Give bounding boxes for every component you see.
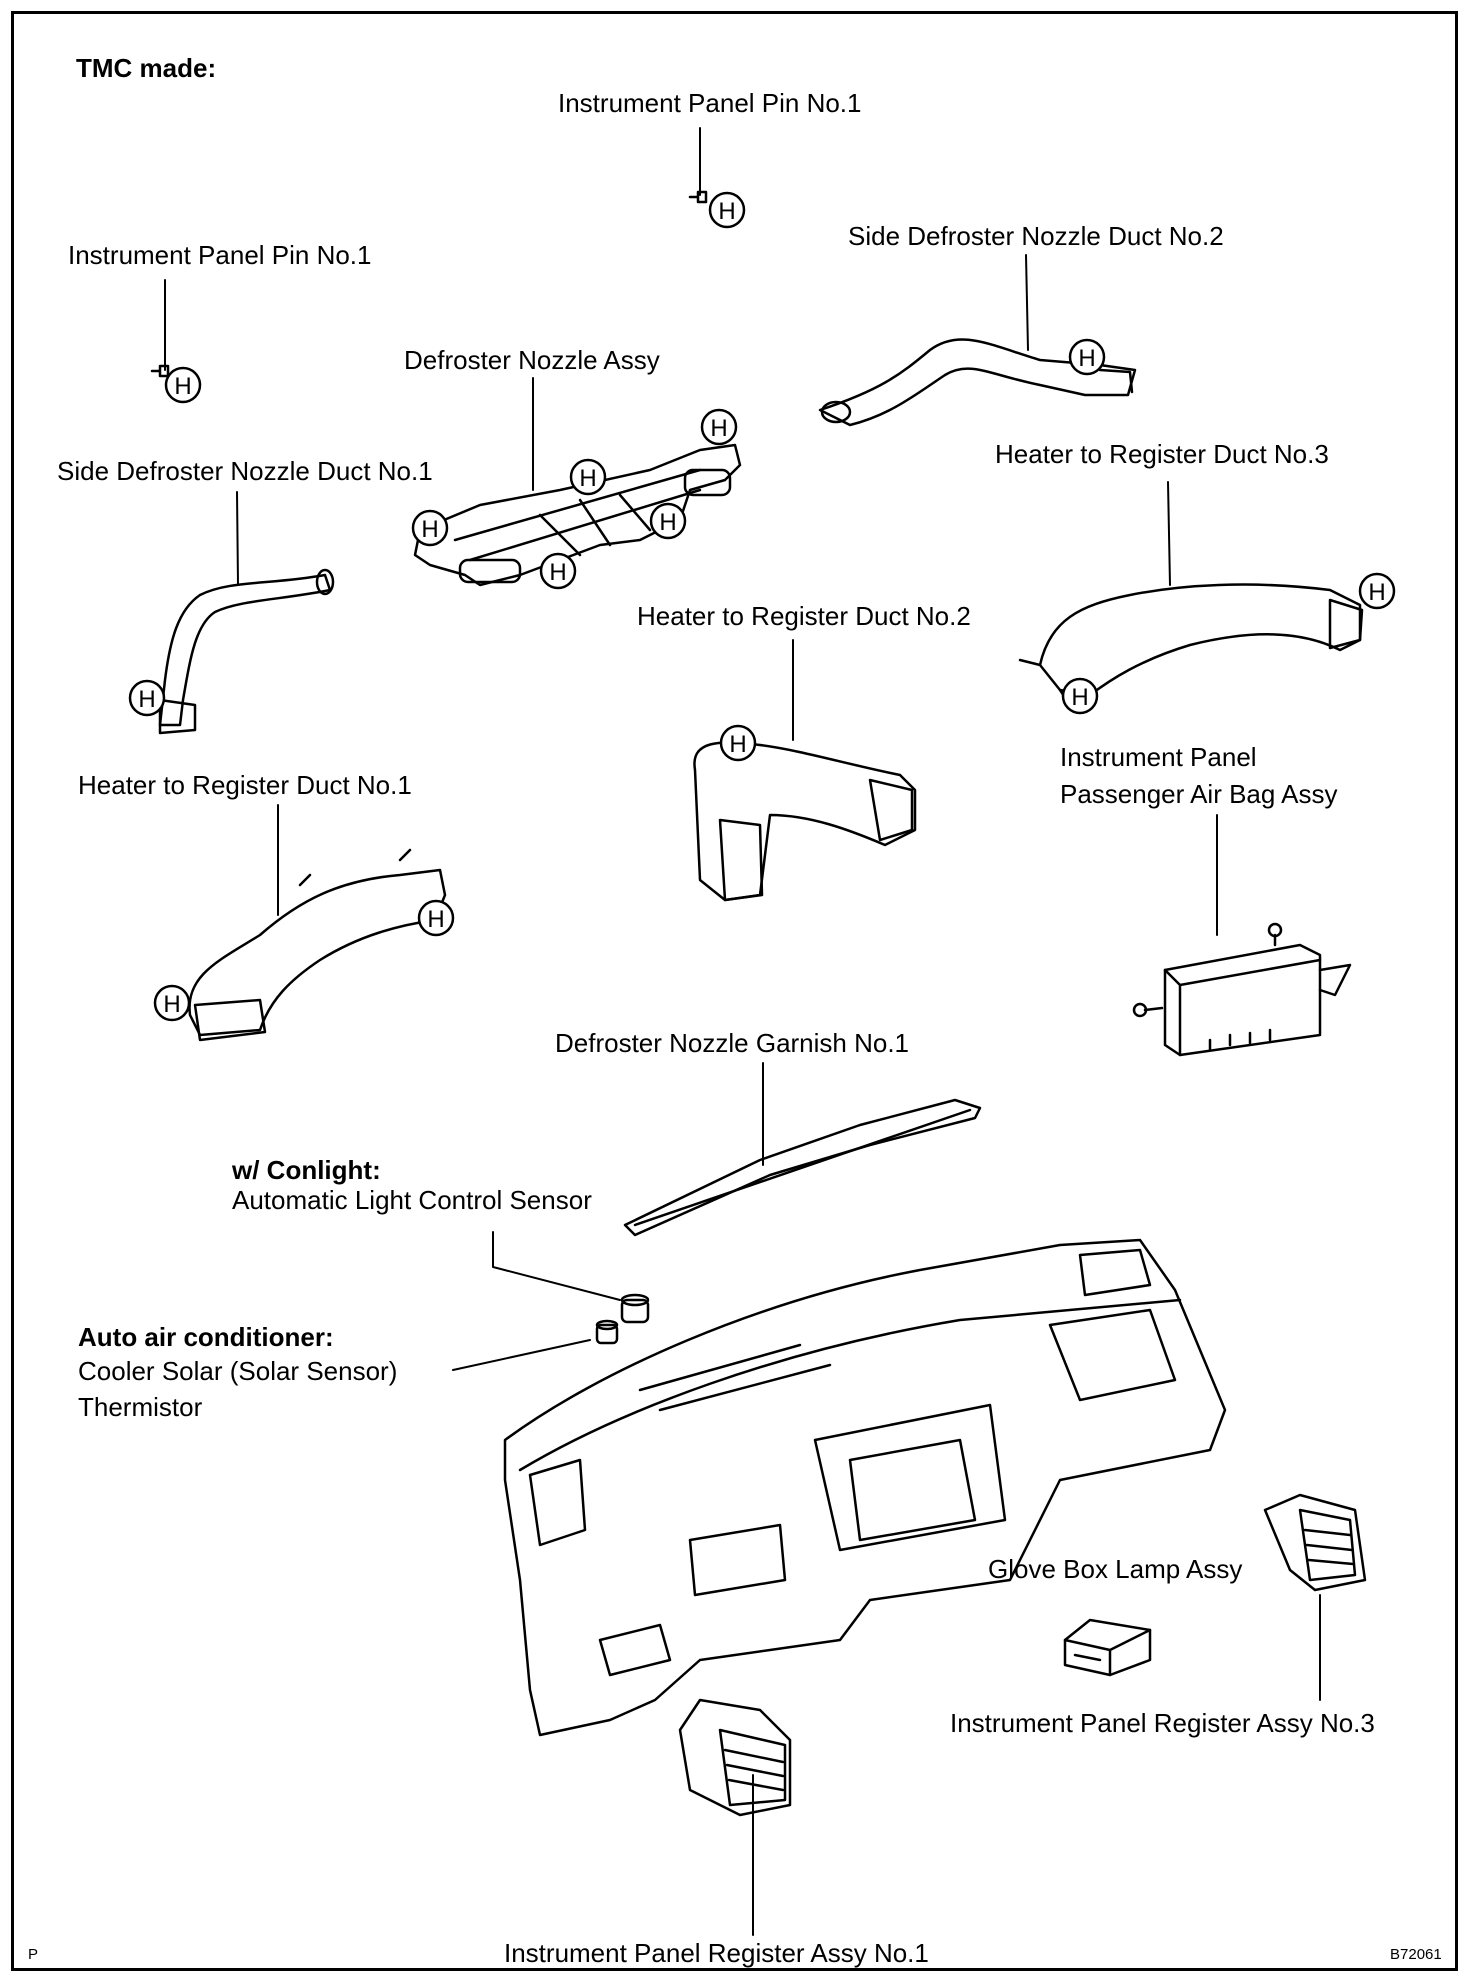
- h-marker-label: H: [1368, 579, 1385, 606]
- h-marker: H: [719, 724, 757, 762]
- label-garnish: Defroster Nozzle Garnish No.1: [555, 1028, 910, 1058]
- h-marker: H: [164, 366, 202, 404]
- garnish-icon: [623, 1098, 982, 1237]
- label-defroster-nozzle: Defroster Nozzle Assy: [404, 345, 660, 375]
- label-airbag-line2: Passenger Air Bag Assy: [1060, 779, 1338, 809]
- h-marker-label: H: [718, 198, 735, 225]
- h-marker-label: H: [174, 373, 191, 400]
- h-marker: H: [1061, 677, 1099, 715]
- heater-duct-1-icon: [188, 848, 447, 1042]
- pin-top-icon: [688, 190, 708, 204]
- h-marker: H: [411, 509, 449, 547]
- label-pin-top: Instrument Panel Pin No.1: [558, 88, 862, 118]
- h-marker: H: [1358, 572, 1396, 610]
- label-register-1: Instrument Panel Register Assy No.1: [504, 1938, 929, 1968]
- h-marker-label: H: [421, 516, 438, 543]
- register-3-icon: [1263, 1493, 1367, 1592]
- h-marker-label: H: [138, 686, 155, 713]
- h-marker: H: [708, 191, 746, 229]
- h-marker: H: [153, 984, 191, 1022]
- h-marker-label: H: [1071, 684, 1088, 711]
- label-aircon-line1: Cooler Solar (Solar Sensor): [78, 1356, 398, 1386]
- solar-sensor-icon: [595, 1319, 619, 1345]
- h-marker: H: [569, 458, 607, 496]
- footer-left-code: P: [28, 1946, 39, 1963]
- h-marker-label: H: [659, 509, 676, 536]
- label-heater-duct-2: Heater to Register Duct No.2: [637, 601, 971, 631]
- label-side-duct-1: Side Defroster Nozzle Duct No.1: [57, 456, 433, 486]
- register-1-icon: [678, 1698, 792, 1817]
- label-conlight-heading: w/ Conlight:: [232, 1155, 381, 1185]
- h-marker: H: [700, 408, 738, 446]
- diagram-frame: [11, 11, 1458, 1971]
- label-aircon-line2: Thermistor: [78, 1392, 203, 1422]
- label-aircon-heading: Auto air conditioner:: [78, 1322, 334, 1352]
- h-marker: H: [417, 899, 455, 937]
- label-side-duct-2: Side Defroster Nozzle Duct No.2: [848, 221, 1224, 251]
- label-glove-lamp: Glove Box Lamp Assy: [988, 1554, 1243, 1584]
- h-marker-label: H: [1078, 345, 1095, 372]
- label-pin-left: Instrument Panel Pin No.1: [68, 240, 372, 270]
- side-defroster-duct-2-icon: [818, 338, 1137, 427]
- h-marker-label: H: [710, 415, 727, 442]
- figure-id: B72061: [1390, 1946, 1442, 1963]
- leader-lines: [164, 127, 1321, 1936]
- label-heater-duct-3: Heater to Register Duct No.3: [995, 439, 1329, 469]
- h-marker-label: H: [427, 906, 444, 933]
- h-marker-label: H: [549, 559, 566, 586]
- h-marker: H: [128, 679, 166, 717]
- label-heater-duct-1: Heater to Register Duct No.1: [78, 770, 412, 800]
- glove-lamp-icon: [1063, 1618, 1152, 1677]
- h-marker-label: H: [579, 465, 596, 492]
- diagram-title: TMC made:: [76, 53, 217, 83]
- h-marker: H: [539, 552, 577, 590]
- h-marker-label: H: [163, 991, 180, 1018]
- label-register-3: Instrument Panel Register Assy No.3: [950, 1708, 1375, 1738]
- light-sensor-icon: [620, 1293, 650, 1324]
- airbag-icon: [1132, 922, 1352, 1057]
- heater-duct-2-icon: [693, 741, 917, 902]
- h-marker: H: [1068, 338, 1106, 376]
- side-defroster-duct-1-icon: [158, 568, 335, 735]
- h-markers: H H H H H H H H H H H H H H: [128, 191, 1396, 1022]
- label-conlight-sensor: Automatic Light Control Sensor: [232, 1185, 592, 1215]
- h-marker-label: H: [729, 731, 746, 758]
- label-airbag-line1: Instrument Panel: [1060, 742, 1257, 772]
- instrument-panel-icon: [503, 1238, 1227, 1737]
- h-marker: H: [649, 502, 687, 540]
